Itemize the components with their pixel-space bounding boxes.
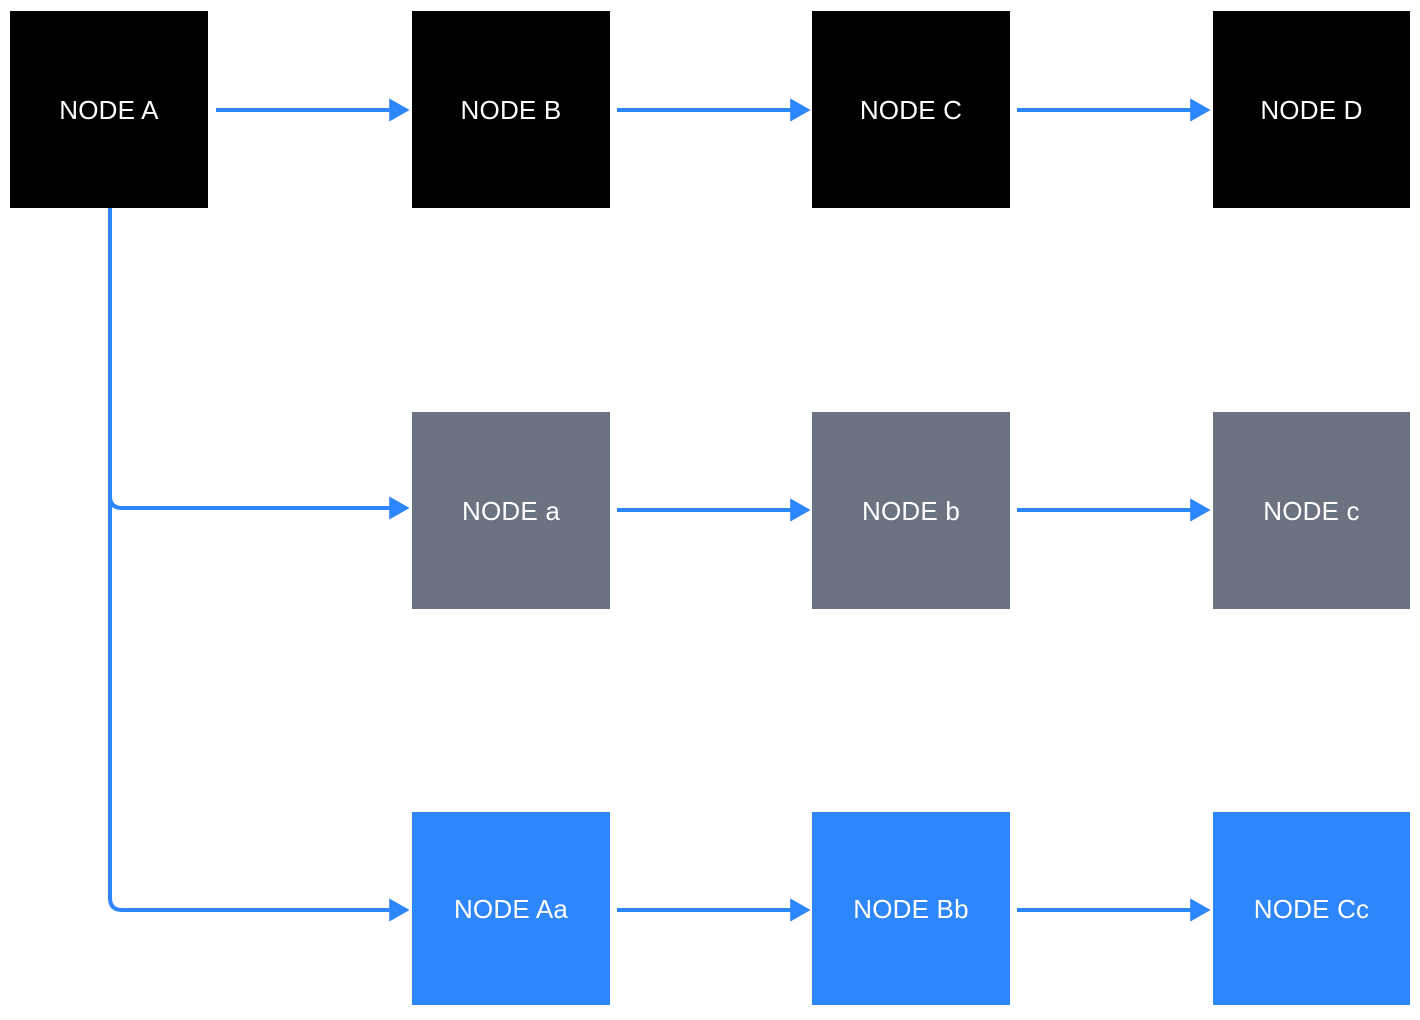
node-d[interactable]: NODE D [1213, 11, 1410, 208]
edge-a-lower-a [108, 495, 410, 520]
node-lower-b-label: NODE b [861, 495, 960, 526]
node-a[interactable]: NODE A [10, 11, 208, 208]
edge-a-branch-trunk [108, 208, 125, 912]
node-cc[interactable]: NODE Cc [1213, 812, 1410, 1005]
node-a-label: NODE A [59, 94, 159, 125]
node-lower-c[interactable]: NODE c [1213, 412, 1410, 609]
node-d-label: NODE D [1260, 94, 1363, 125]
node-cc-label: NODE Cc [1253, 893, 1370, 924]
node-c-label: NODE C [859, 94, 963, 125]
node-lower-c-label: NODE c [1263, 495, 1360, 526]
node-lower-b[interactable]: NODE b [812, 412, 1010, 609]
node-lower-a-label: NODE a [461, 495, 560, 526]
node-bb-label: NODE Bb [853, 893, 969, 924]
node-b[interactable]: NODE B [412, 11, 610, 208]
node-aa[interactable]: NODE Aa [412, 812, 610, 1005]
node-bb[interactable]: NODE Bb [812, 812, 1010, 1005]
node-lower-a[interactable]: NODE a [412, 412, 610, 609]
node-c[interactable]: NODE C [812, 11, 1010, 208]
node-aa-label: NODE Aa [453, 893, 569, 924]
node-b-label: NODE B [460, 94, 562, 125]
